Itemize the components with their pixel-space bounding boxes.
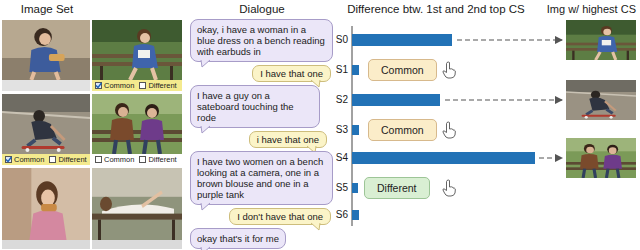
checkbox: [139, 82, 146, 89]
column-header: Dialogue: [239, 3, 284, 15]
bubble-tail: [201, 60, 211, 67]
bubble-tail: [201, 247, 211, 250]
bar: [352, 125, 359, 135]
check-stroke: [96, 83, 102, 88]
message-bubble: okay, i have a woman in a blue dress on …: [190, 19, 333, 62]
bubble-text: okay, i have a woman in a blue dress on …: [197, 24, 326, 57]
tail-edge: [201, 247, 210, 250]
bar: [352, 210, 359, 220]
checkbox-label: Different: [148, 81, 176, 90]
button-text: Common: [381, 60, 424, 80]
tail-edge: [201, 126, 210, 133]
check-mark: [5, 156, 12, 163]
message-bubble: okay that's it for me: [190, 228, 286, 249]
checkbox-strip: Common Different: [92, 80, 182, 91]
reply-bubble: I don't have that one: [229, 208, 331, 225]
reply-bubble: I have that one: [252, 65, 331, 82]
empty-strip: [2, 240, 90, 249]
series-label: S3: [336, 124, 348, 136]
answer-button: Different: [364, 177, 430, 199]
answer-button: Common: [368, 119, 437, 141]
checkbox-label: Different: [148, 155, 176, 164]
series-label: S5: [336, 182, 348, 194]
photo: [2, 20, 90, 80]
bubble-text: I have a guy on a sateboard touching the…: [197, 90, 313, 123]
series-label: S4: [336, 152, 348, 164]
bubble-tail: [201, 126, 211, 133]
checkbox-label: Common: [104, 155, 134, 164]
series-label: S6: [336, 209, 348, 221]
button-text: Different: [377, 178, 417, 198]
photo: [92, 94, 182, 154]
dashed-arrow: [539, 157, 562, 158]
tail-edge: [201, 60, 210, 67]
photo: [2, 94, 90, 154]
bar: [352, 34, 452, 46]
bubble-text: i have that one: [257, 134, 319, 145]
series-label: S2: [336, 94, 348, 106]
photo: [92, 168, 182, 240]
tail-edge: [311, 223, 320, 230]
column-header: Img w/ highest CS: [547, 3, 636, 15]
tail-fill: [311, 223, 320, 230]
series-label: S1: [336, 64, 348, 76]
photo: [566, 138, 636, 178]
hand-icon: [443, 122, 455, 138]
bubble-tail: [201, 203, 211, 210]
checkbox-label: Common: [14, 155, 44, 164]
reply-bubble: i have that one: [249, 131, 327, 148]
checkbox-strip: Common Different: [2, 154, 90, 165]
bubble-tail: [310, 223, 320, 230]
tail-fill: [201, 247, 210, 250]
photo: [566, 80, 636, 120]
photo: [2, 168, 90, 240]
hand-icon: [443, 180, 455, 196]
checkbox: [139, 156, 146, 163]
check-stroke: [6, 157, 12, 162]
bar: [352, 152, 535, 164]
checkbox-label: Different: [58, 155, 86, 164]
tail-edge: [201, 203, 210, 210]
column-header: Difference btw. 1st and 2nd top CS: [347, 3, 525, 15]
message-bubble: I have two women on a bench looking at a…: [190, 151, 333, 205]
tail-fill: [201, 203, 210, 210]
bubble-text: okay that's it for me: [197, 233, 279, 244]
dashed-arrow: [445, 99, 562, 100]
checkbox: [95, 82, 102, 89]
column-header: Image Set: [21, 3, 73, 15]
message-bubble: I have a guy on a sateboard touching the…: [190, 85, 320, 128]
tail-fill: [201, 126, 210, 133]
empty-strip: [92, 240, 182, 249]
photo: [566, 20, 636, 60]
checkbox-label: Common: [104, 81, 134, 90]
bar: [352, 94, 440, 106]
bubble-text: I have that one: [260, 68, 323, 79]
empty-strip: [2, 80, 90, 91]
button-text: Common: [381, 120, 424, 140]
bar: [352, 65, 359, 75]
dashed-arrow: [457, 39, 562, 40]
photo: [92, 20, 182, 80]
checkbox-strip: Common Different: [92, 154, 182, 165]
bar: [352, 183, 358, 193]
series-label: S0: [336, 34, 348, 46]
hand-icon: [443, 62, 455, 78]
bubble-text: I don't have that one: [237, 211, 323, 222]
tail-fill: [201, 60, 210, 67]
check-mark: [95, 82, 102, 89]
checkbox: [95, 156, 102, 163]
answer-button: Common: [368, 59, 437, 81]
bubble-text: I have two women on a bench looking at a…: [197, 156, 326, 200]
checkbox: [49, 156, 56, 163]
checkbox: [5, 156, 12, 163]
